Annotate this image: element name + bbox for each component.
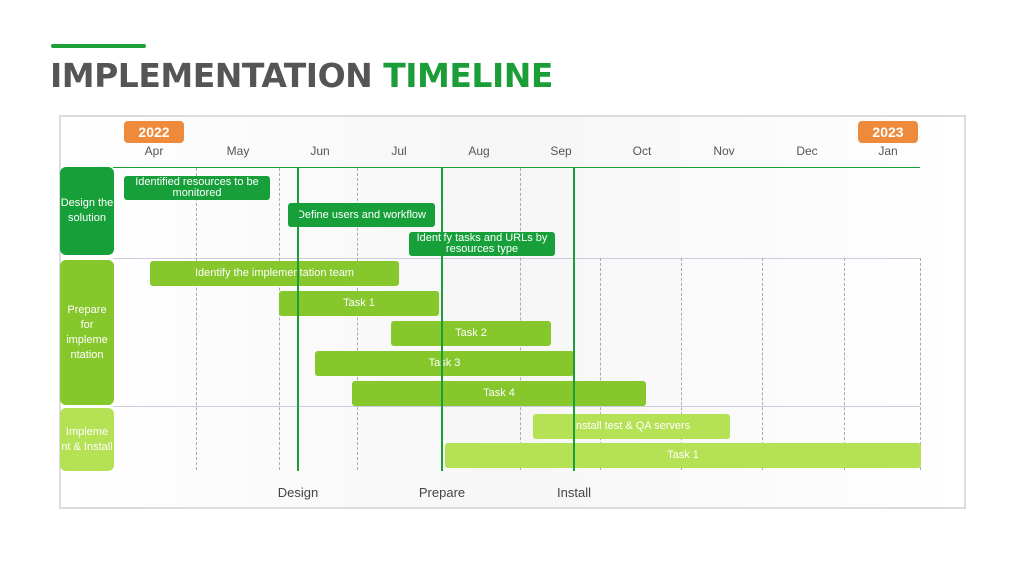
milestone-line-install [573, 168, 575, 471]
phase-implement: Impleme nt & Install [60, 408, 114, 471]
month-label: Oct [632, 144, 652, 158]
task-bar: Task 3 [315, 351, 574, 376]
month-gridline [681, 258, 682, 470]
month-gridline [196, 168, 197, 470]
row-divider [113, 258, 920, 259]
month-label: Dec [796, 144, 818, 158]
header-divider [113, 167, 920, 168]
task-bar: Identify the implementation team [150, 261, 399, 286]
month-label: Jun [310, 144, 330, 158]
task-bar: Task 1 [445, 443, 921, 468]
task-bar: Identified resources to be monitored [124, 176, 270, 200]
page-title: IMPLEMENTATION TIMELINE [50, 56, 553, 95]
month-label: Jul [391, 144, 407, 158]
task-bar: Install test & QA servers [533, 414, 730, 439]
month-gridline [844, 258, 845, 470]
milestone-label-install: Install [557, 485, 591, 500]
month-gridline [357, 168, 358, 470]
month-label: Apr [144, 144, 164, 158]
month-label: Nov [713, 144, 735, 158]
row-divider [113, 406, 920, 407]
year-badge-2023: 2023 [858, 121, 918, 143]
milestone-line-prepare [441, 168, 443, 471]
month-gridline [762, 258, 763, 470]
month-gridline [600, 258, 601, 470]
phase-design: Design the solution [60, 167, 114, 255]
milestone-label-prepare: Prepare [418, 485, 466, 500]
title-main: IMPLEMENTATION [50, 56, 373, 95]
task-bar: Define users and workflow [288, 203, 435, 227]
title-accent: TIMELINE [383, 56, 553, 95]
title-accent-bar [51, 44, 146, 48]
month-gridline [520, 168, 521, 470]
month-label: Sep [550, 144, 572, 158]
year-badge-2022: 2022 [124, 121, 184, 143]
month-gridline [920, 258, 921, 470]
month-label: Jan [878, 144, 898, 158]
milestone-label-design: Design [277, 485, 319, 500]
month-gridline [279, 168, 280, 470]
phase-prepare: Prepare for impleme ntation [60, 260, 114, 405]
task-bar: Task 2 [391, 321, 551, 346]
task-bar: Task 1 [279, 291, 439, 316]
milestone-line-design [297, 168, 299, 471]
task-bar: Identify tasks and URLs by resources typ… [409, 232, 555, 256]
task-bar: Task 4 [352, 381, 646, 406]
month-label: May [226, 144, 250, 158]
month-label: Aug [468, 144, 490, 158]
